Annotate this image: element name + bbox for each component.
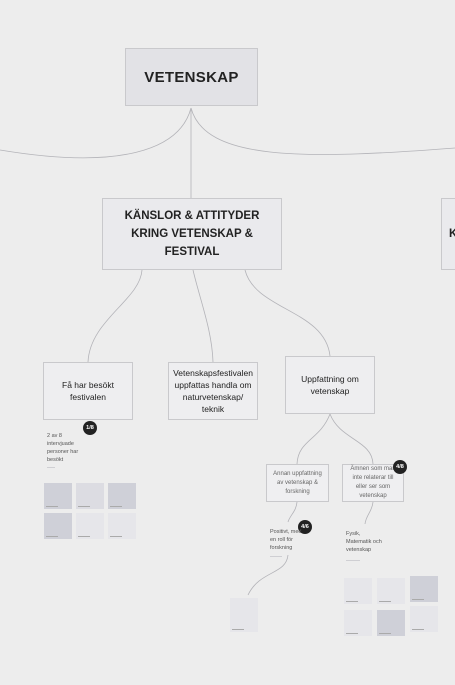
note-divider [270, 556, 282, 557]
sticky-card[interactable] [410, 576, 438, 602]
sticky-card[interactable] [44, 513, 72, 539]
sticky-card[interactable] [44, 483, 72, 509]
theme-label: KÄNSLOR & ATTITYDER KRING VETENSKAP & FE… [124, 210, 260, 258]
root-label: VETENSKAP [144, 68, 239, 86]
connector-theme-s2 [192, 269, 214, 363]
sticky-card[interactable] [76, 483, 104, 509]
theme-right-label: K [449, 228, 455, 240]
connector-t2-note [364, 501, 374, 525]
note-divider [346, 560, 360, 561]
level3-label: Annan uppfattning av vetenskap & forskni… [273, 470, 322, 495]
count-badge: 1/8 [83, 421, 97, 435]
note-positive: Positivt, med en roll för forskning [270, 529, 302, 551]
connector-s3-t2 [329, 413, 374, 465]
connector-theme-s3 [244, 269, 331, 357]
count-badge: 4/6 [298, 520, 312, 534]
connector-note-card [247, 554, 289, 596]
connector-theme-s1 [87, 269, 143, 363]
subtopic-node-visited[interactable]: Få har besökt festivalen [43, 362, 133, 420]
sticky-card[interactable] [76, 513, 104, 539]
note-visited: 2 av 8 intervjuade personer har besökt [47, 433, 79, 463]
connector-root-left [0, 107, 192, 159]
connector-root-right [190, 107, 455, 155]
subtopic-label: Uppfattning om vetenskap [301, 374, 359, 396]
connector-s3-t1 [296, 413, 331, 465]
root-node[interactable]: VETENSKAP [125, 48, 258, 106]
subtopic-label: Vetenskapsfestivalen uppfattas handla om… [173, 368, 253, 414]
sticky-card[interactable] [377, 610, 405, 636]
sticky-card[interactable] [344, 610, 372, 636]
subtopic-node-science-festival[interactable]: Vetenskapsfestivalen uppfattas handla om… [168, 362, 258, 420]
sticky-card[interactable] [230, 598, 258, 632]
sticky-card[interactable] [377, 578, 405, 604]
subtopic-node-perception[interactable]: Uppfattning om vetenskap [285, 356, 375, 414]
note-divider [47, 467, 55, 468]
sticky-card[interactable] [108, 513, 136, 539]
count-badge: 4/8 [393, 460, 407, 474]
sticky-card[interactable] [108, 483, 136, 509]
connector-t1-note [287, 501, 298, 523]
sticky-card[interactable] [344, 578, 372, 604]
theme-node[interactable]: KÄNSLOR & ATTITYDER KRING VETENSKAP & FE… [102, 198, 282, 270]
level3-node-other-perception[interactable]: Annan uppfattning av vetenskap & forskni… [266, 464, 329, 502]
note-topics: Fysik, Matematik och vetenskap [346, 531, 382, 553]
theme-node-right[interactable]: K [441, 198, 455, 270]
subtopic-label: Få har besökt festivalen [62, 380, 114, 402]
level3-label: Ämnen som man inte relaterar till eller … [350, 466, 396, 499]
sticky-card[interactable] [410, 606, 438, 632]
